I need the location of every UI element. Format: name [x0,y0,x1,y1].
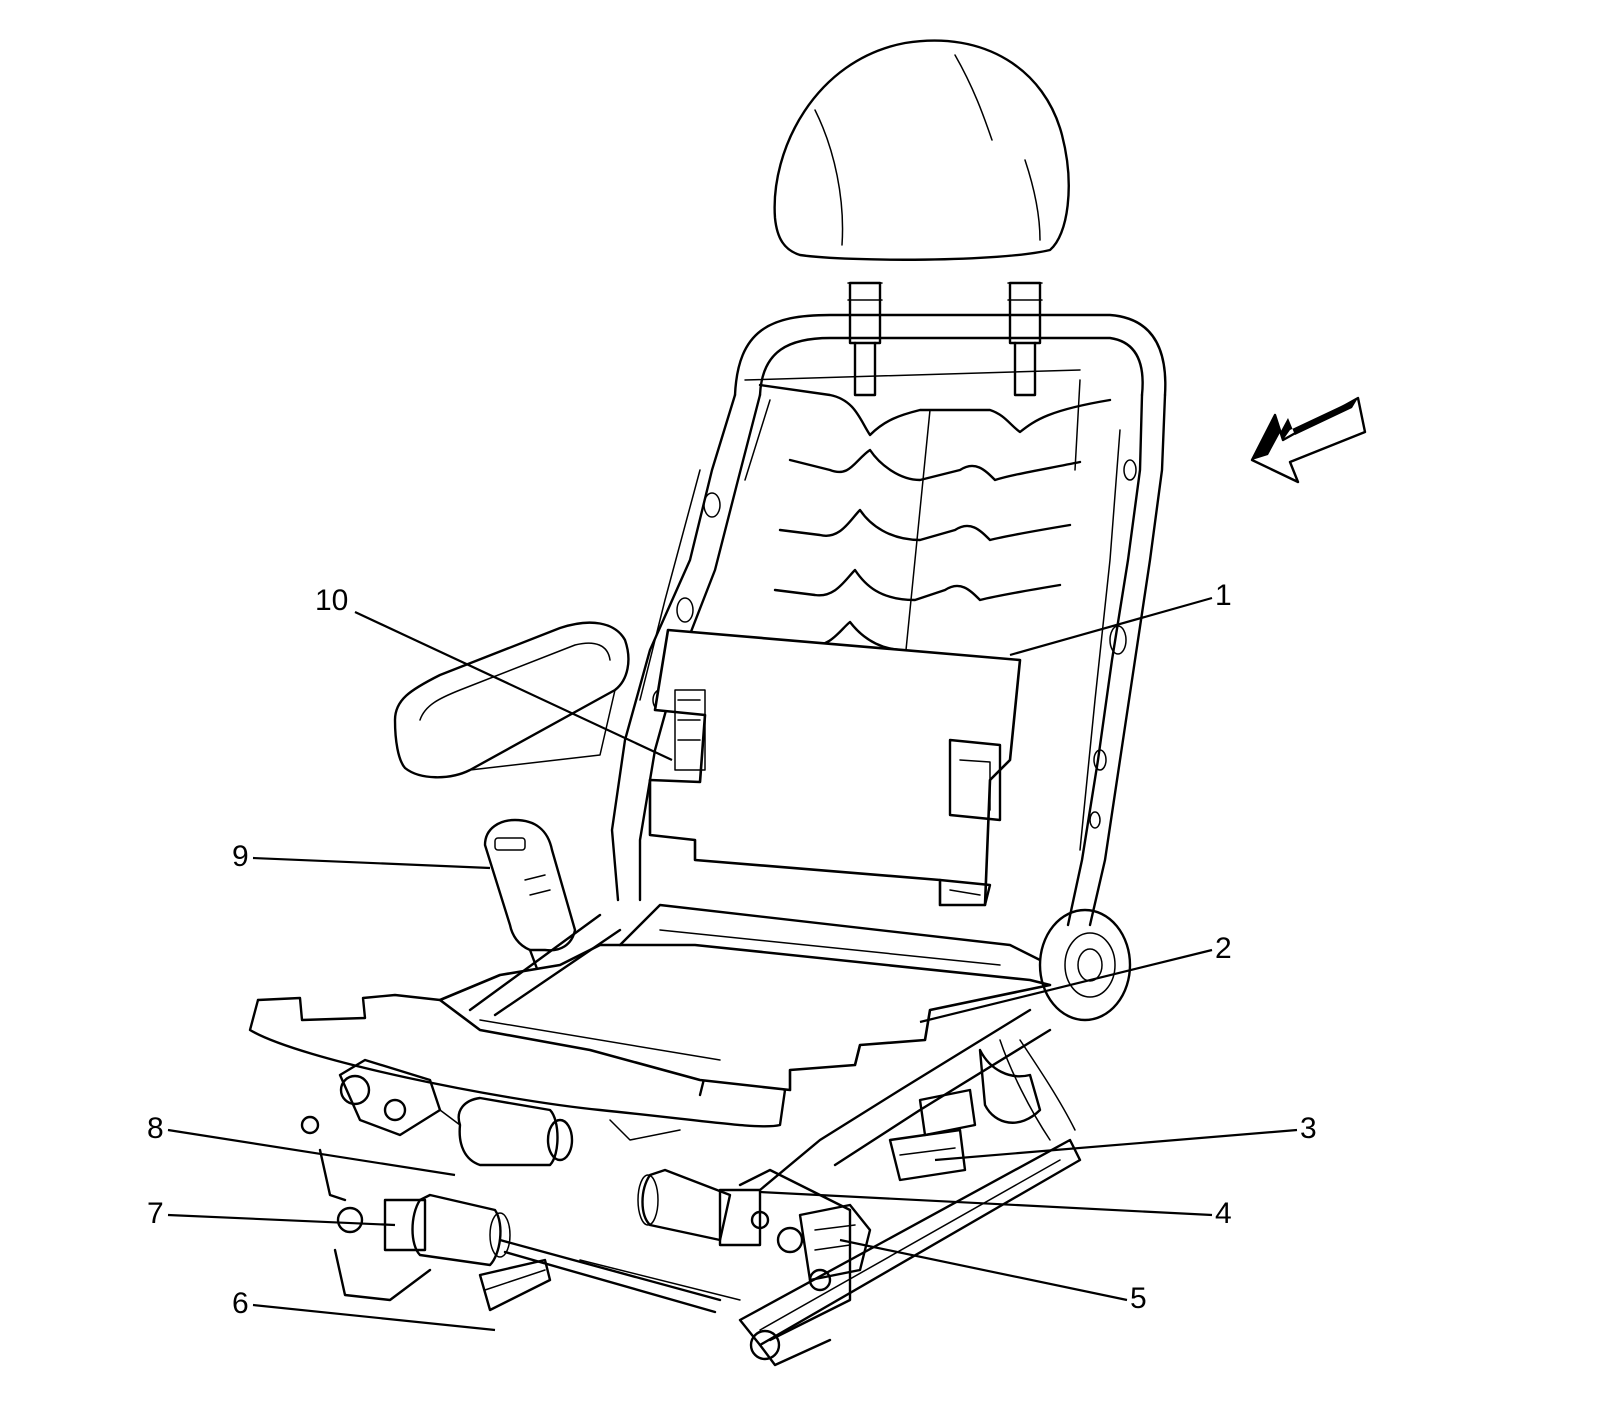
callout-9: 9 [232,840,249,873]
callout-8: 8 [147,1112,164,1145]
leader-4 [759,1190,1213,1217]
leader-lines [167,596,1298,1332]
seat-back-panel [648,628,1022,907]
seat-cushion-frame [248,903,1132,1192]
headrest [773,39,1070,397]
leader-7 [167,1213,396,1227]
leader-10 [354,611,673,761]
callout-5: 5 [1130,1282,1147,1315]
armrest [393,621,630,779]
callout-1: 1 [1215,579,1232,612]
callout-3: 3 [1300,1112,1317,1145]
seat-tracks [300,1058,1082,1367]
leader-2 [919,948,1213,1024]
callout-7: 7 [147,1197,164,1230]
leader-8 [167,1128,456,1177]
motors [383,1096,762,1314]
leader-1 [1009,596,1213,657]
leader-5 [839,1238,1128,1302]
callout-4: 4 [1215,1197,1232,1230]
leader-3 [934,1128,1298,1162]
callout-labels: 1 2 3 4 5 6 7 8 9 10 [147,579,1317,1320]
leader-6 [252,1303,496,1332]
callout-10: 10 [315,584,348,617]
seat-back-frame [610,313,1167,927]
callout-2: 2 [1215,932,1232,965]
leader-9 [252,856,491,870]
front-direction-arrow-icon [1250,396,1367,484]
callout-6: 6 [232,1287,249,1320]
